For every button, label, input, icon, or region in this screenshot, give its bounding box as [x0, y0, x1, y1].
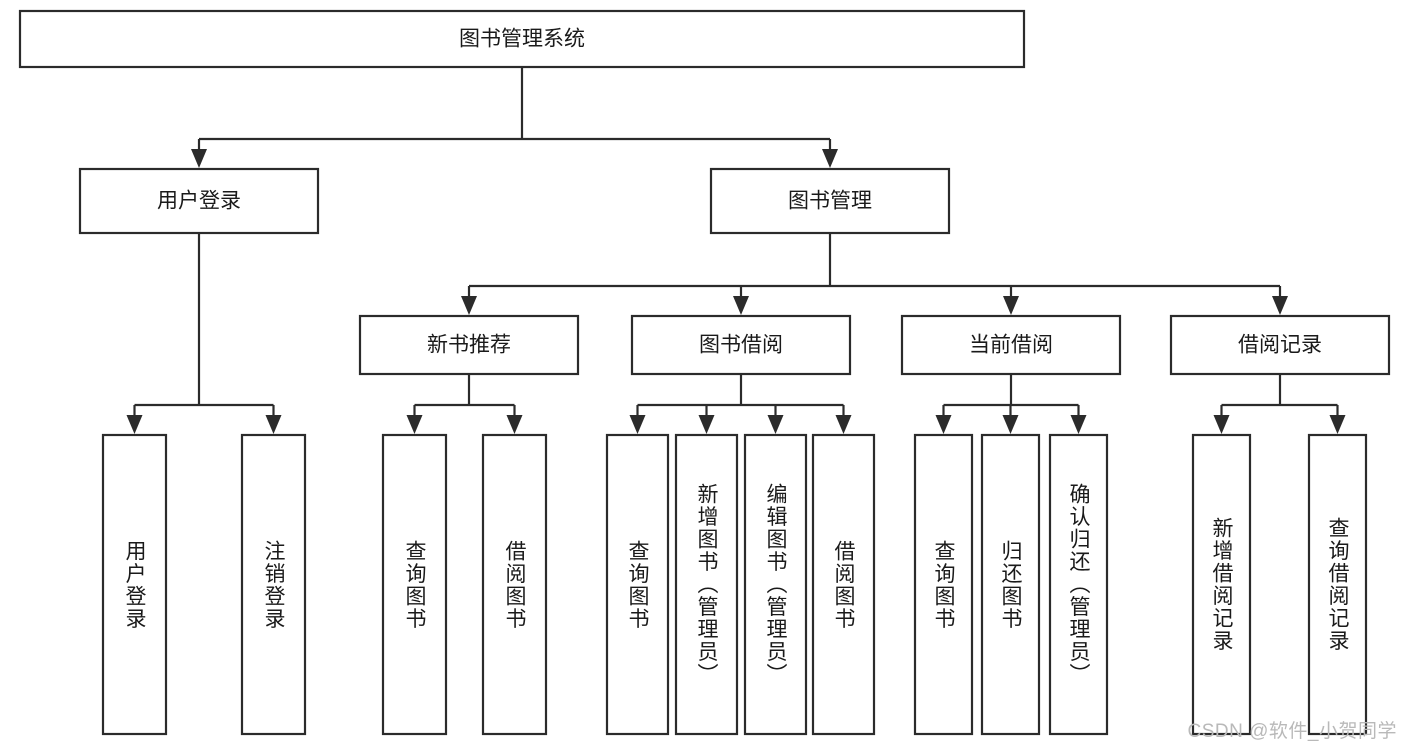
csdn-watermark: CSDN @软件_小贺同学 [1187, 721, 1397, 742]
node-label-borrow-record: 借阅记录 [1238, 334, 1322, 357]
node-box-leaf-query-book-cur[interactable] [913, 433, 974, 736]
node-leaf-borrow-book[interactable] [811, 433, 876, 736]
node-leaf-borrow-book-rec[interactable] [481, 433, 548, 736]
node-new-book-recommend[interactable] [358, 314, 580, 376]
node-box-leaf-edit-book[interactable] [743, 433, 808, 736]
node-leaf-return-book[interactable] [980, 433, 1041, 736]
node-box-leaf-query-book-borrow[interactable] [605, 433, 670, 736]
node-box-leaf-logout[interactable] [240, 433, 307, 736]
node-box-new-book-recommend[interactable] [358, 314, 580, 376]
node-box-leaf-add-record[interactable] [1191, 433, 1252, 736]
node-label-user-login: 用户登录 [157, 190, 241, 213]
node-box-leaf-query-book-rec[interactable] [381, 433, 448, 736]
node-leaf-query-book-cur[interactable] [913, 433, 974, 736]
node-current-borrow[interactable] [900, 314, 1122, 376]
node-box-book-borrow[interactable] [630, 314, 852, 376]
node-box-leaf-confirm-return[interactable] [1048, 433, 1109, 736]
node-label-new-book-recommend: 新书推荐 [427, 334, 511, 357]
node-label-root: 图书管理系统 [459, 28, 585, 51]
node-box-leaf-add-book[interactable] [674, 433, 739, 736]
node-label-book-borrow: 图书借阅 [699, 334, 783, 357]
node-leaf-user-login[interactable] [101, 433, 168, 736]
node-book-borrow[interactable] [630, 314, 852, 376]
node-box-root[interactable] [18, 9, 1026, 69]
node-box-leaf-user-login[interactable] [101, 433, 168, 736]
node-box-leaf-query-record[interactable] [1307, 433, 1368, 736]
node-box-leaf-borrow-book-rec[interactable] [481, 433, 548, 736]
node-box-user-login[interactable] [78, 167, 320, 235]
node-user-login[interactable] [78, 167, 320, 235]
node-leaf-query-record[interactable] [1307, 433, 1368, 736]
node-box-current-borrow[interactable] [900, 314, 1122, 376]
node-leaf-query-book-borrow[interactable] [605, 433, 670, 736]
connectors-layer [126, 67, 1346, 434]
node-box-borrow-record[interactable] [1169, 314, 1391, 376]
node-leaf-add-book[interactable] [674, 433, 739, 736]
node-leaf-edit-book[interactable] [743, 433, 808, 736]
node-box-leaf-return-book[interactable] [980, 433, 1041, 736]
node-leaf-logout[interactable] [240, 433, 307, 736]
node-box-book-manage[interactable] [709, 167, 951, 235]
node-leaf-confirm-return[interactable] [1048, 433, 1109, 736]
node-label-current-borrow: 当前借阅 [969, 334, 1053, 357]
node-leaf-query-book-rec[interactable] [381, 433, 448, 736]
node-leaf-add-record[interactable] [1191, 433, 1252, 736]
node-box-leaf-borrow-book[interactable] [811, 433, 876, 736]
node-borrow-record[interactable] [1169, 314, 1391, 376]
node-label-book-manage: 图书管理 [788, 190, 872, 213]
node-book-manage[interactable] [709, 167, 951, 235]
node-root[interactable] [18, 9, 1026, 69]
